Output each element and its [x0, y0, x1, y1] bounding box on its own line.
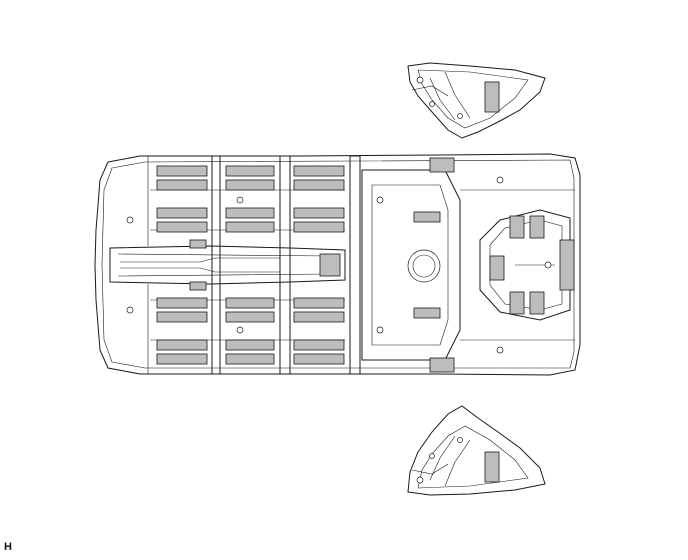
sound-panel [484, 451, 500, 483]
upper-wheelhouse-inset [407, 62, 546, 139]
sound-panel [484, 81, 500, 113]
mounting-holes [126, 176, 552, 354]
main-underbody [94, 153, 581, 376]
lower-wheelhouse-inset [407, 405, 546, 496]
sound-panels [156, 157, 575, 373]
figure-code-label: H [4, 541, 12, 553]
